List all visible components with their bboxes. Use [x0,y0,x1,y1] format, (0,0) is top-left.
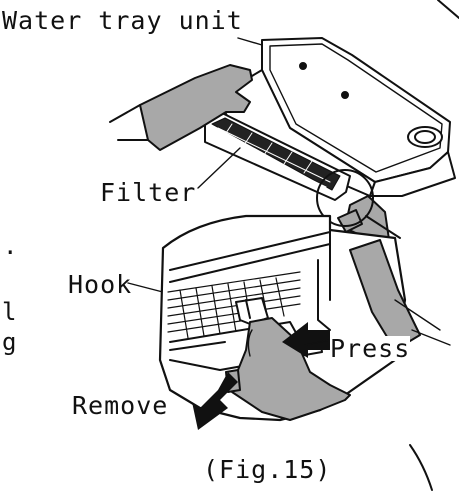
edge-fragment-g: g [2,328,17,356]
label-press: Press [330,334,411,363]
callout-circle [316,169,374,227]
corner-line [437,0,459,19]
magnified-view [158,214,407,422]
leader-water-tray [237,37,263,46]
edge-curve [409,444,433,491]
filter [204,111,351,201]
edge-fragment-dot: . [3,232,18,260]
label-filter: Filter [100,178,197,207]
leader-filter [197,147,241,189]
remove-arrow [192,372,238,430]
label-water-tray-unit: Water tray unit [2,6,243,35]
water-tray-unit [224,37,456,197]
press-arrow [282,322,330,358]
figure-caption: (Fig.15) [203,455,332,484]
left-glove [109,64,253,151]
right-glove-arm [349,239,451,351]
label-remove: Remove [72,391,169,420]
edge-fragment-l: l [2,298,17,326]
label-hook: Hook [68,270,133,299]
